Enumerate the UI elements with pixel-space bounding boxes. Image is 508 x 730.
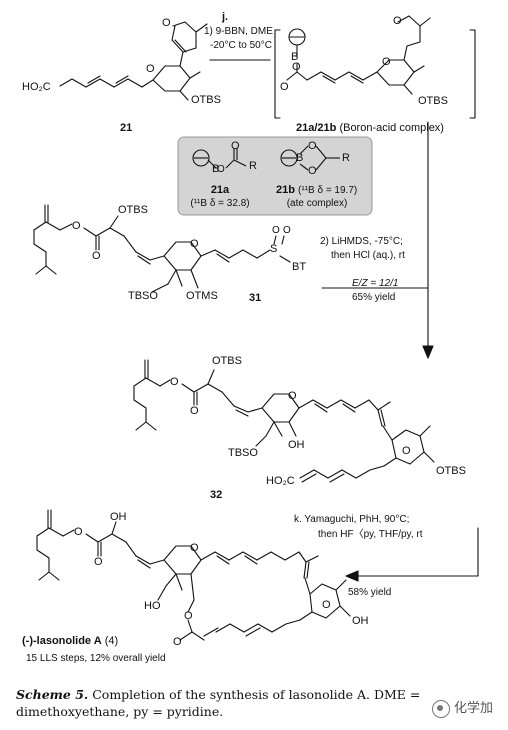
group-o2-21a: O [231, 140, 240, 152]
group-o-sulfone-b: O [283, 225, 291, 236]
label-compound-21: 21 [120, 122, 133, 134]
group-otbs2-32: OTBS [436, 465, 466, 477]
step-j-1b: -20°C to 50°C [210, 40, 272, 51]
caption-text: Completion of the synthesis of lasonolid… [16, 687, 421, 719]
group-oh-bottom-lasonolide: OH [352, 615, 369, 627]
step-k-2: then HF〈py, THF/py, rt [318, 529, 423, 540]
nmr-21a: (¹¹B δ = 32.8) [190, 198, 250, 209]
label-lasonolide-number: (4) [104, 635, 119, 647]
watermark-logo-icon [432, 699, 450, 718]
group-o-ring-21: O [146, 63, 155, 75]
group-otms-31: OTMS [186, 290, 218, 302]
group-o-ring-32: O [288, 390, 297, 402]
group-ho2c-21: HO₂C [22, 81, 51, 93]
group-o-lactone-lasonolide: O [184, 610, 193, 622]
boron-complex-structures [192, 145, 340, 171]
group-b-21a: B [212, 163, 220, 175]
group-o-carbonyl-31: O [92, 250, 101, 262]
group-b-21b: B [296, 152, 304, 164]
group-o-carbonyl2-lasonolide: O [173, 636, 182, 648]
step-j-2b: then HCl (aq.), rt [331, 250, 405, 261]
group-o-carbonyl-32: O [190, 405, 199, 417]
group-s-31: S [270, 243, 278, 255]
group-o-ester-lasonolide: O [74, 526, 83, 538]
group-r-21b: R [342, 152, 350, 164]
boron-complex-box [177, 136, 373, 216]
group-otbs-32: OTBS [212, 355, 242, 367]
group-o-ring2-32: O [402, 445, 411, 457]
group-o-carbonyl-21ab: O [280, 81, 289, 93]
group-oh-32: OH [288, 439, 305, 451]
step-j-label: j. [222, 11, 229, 23]
group-b-21ab: B [291, 51, 299, 63]
step-k-yield: 58% yield [348, 587, 392, 598]
desc-21b: (ate complex) [286, 198, 348, 209]
arrow-vertical-head [422, 345, 434, 359]
group-otbs-31: OTBS [118, 204, 148, 216]
bracket-right [469, 29, 476, 119]
watermark: 化学加 [432, 697, 493, 718]
bracket-left [274, 29, 281, 119]
watermark-text: 化学加 [454, 700, 494, 715]
label-compound-21b: 21b [276, 184, 295, 196]
caption-scheme-number: Scheme 5. [16, 687, 89, 702]
group-o-carbonyl-lasonolide: O [94, 556, 103, 568]
scheme-caption: Scheme 5. Completion of the synthesis of… [16, 686, 496, 720]
group-o-ring-lasonolide: O [190, 542, 199, 554]
group-bt-31: BT [292, 261, 307, 273]
step-k-1: k. Yamaguchi, PhH, 90°C; [294, 514, 410, 525]
step-j-2: 2) LiHMDS, -75°C; [320, 236, 403, 247]
group-o2-21b: O [308, 165, 317, 177]
nmr-21b: (¹¹B δ = 19.7) [298, 185, 358, 196]
group-o-21a: O [217, 164, 225, 175]
group-o-ring-31: O [190, 238, 199, 250]
compound-32-structure [133, 359, 435, 483]
group-tbso-31: TBSO [128, 290, 158, 302]
label-21ab-desc: (Boron-acid complex) [339, 122, 444, 134]
label-compound-31: 31 [249, 292, 262, 304]
compound-31-structure [33, 204, 291, 293]
group-o-boryl-21ab: O [292, 61, 301, 73]
label-21b-line: 21b (¹¹B δ = 19.7) [276, 185, 357, 196]
group-o-ester-31: O [72, 220, 81, 232]
compound-21-structure [59, 21, 208, 101]
label-compound-32: 32 [210, 489, 223, 501]
group-o-ring2-lasonolide: O [322, 599, 331, 611]
label-lasonolide-summary: 15 LLS steps, 12% overall yield [26, 653, 166, 664]
label-21ab-number: 21a/21b [296, 122, 337, 134]
compound-21ab-structure [286, 15, 431, 95]
group-o-ring-21ab: O [382, 56, 391, 68]
step-j-ez: E/Z = 12/1 [352, 278, 399, 289]
group-oh-top-lasonolide: OH [110, 511, 127, 523]
group-ho2c-32: HO₂C [266, 475, 295, 487]
group-r-21a: R [249, 160, 257, 172]
label-compound-21ab: 21a/21b (Boron-acid complex) [296, 123, 444, 134]
arrow-k-head [345, 570, 359, 582]
group-o-aldehyde-21: O [162, 17, 171, 29]
label-compound-4: (-)-lasonolide A (4) [22, 636, 118, 647]
step-j-yield: 65% yield [352, 292, 396, 303]
step-j-1: 1) 9-BBN, DME [204, 26, 273, 37]
group-tbso-32: TBSO [228, 447, 258, 459]
group-o-aldehyde-21ab: O [393, 15, 402, 27]
group-otbs-21: OTBS [191, 94, 221, 106]
group-o-ester-32: O [170, 376, 179, 388]
label-lasonolide-name: (-)-lasonolide A [22, 635, 102, 647]
compound-lasonolide-structure [36, 509, 351, 641]
label-compound-21a: 21a [210, 184, 230, 196]
group-o-sulfone-a: O [272, 225, 280, 236]
group-ho-lasonolide: HO [144, 600, 161, 612]
group-o-21b: O [308, 140, 317, 152]
group-otbs-21ab: OTBS [418, 95, 448, 107]
